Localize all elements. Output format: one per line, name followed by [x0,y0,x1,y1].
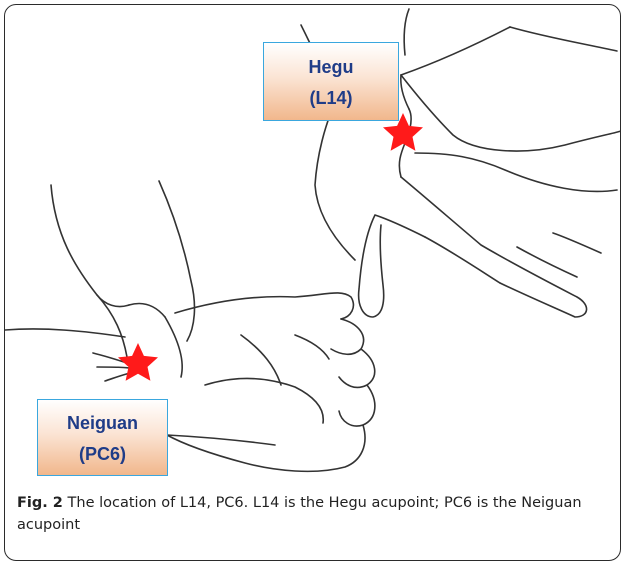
figure-caption-prefix: Fig. 2 [17,495,63,511]
hegu-label-box: Hegu (L14) [263,42,399,121]
figure-caption: Fig. 2 The location of L14, PC6. L14 is … [17,492,617,536]
neiguan-label-box: Neiguan (PC6) [37,399,168,476]
figure-caption-text: The location of L14, PC6. L14 is the Heg… [17,495,582,533]
neiguan-label-code: (PC6) [38,442,167,466]
figure-frame: Hegu (L14) Neiguan (PC6) Fig. 2 The loca… [4,4,621,561]
neiguan-label-name: Neiguan [38,411,167,435]
hegu-label-code: (L14) [264,86,398,110]
hegu-label-name: Hegu [264,55,398,79]
